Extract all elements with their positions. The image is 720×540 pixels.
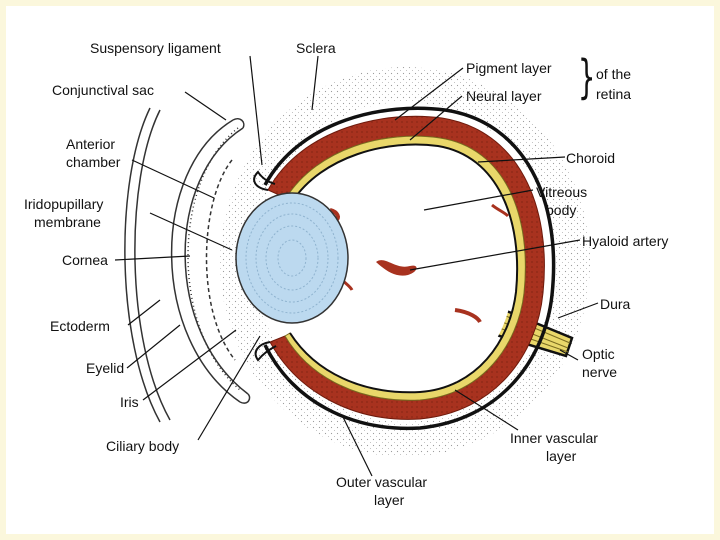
iridopupillary-membrane bbox=[205, 159, 236, 361]
label-pigment-layer: Pigment layer bbox=[466, 60, 552, 76]
label-outer-vascular-layer: layer bbox=[374, 492, 405, 508]
label-choroid: Choroid bbox=[566, 150, 616, 166]
iris-rim-top bbox=[253, 170, 276, 191]
lens bbox=[235, 192, 349, 324]
label-ciliary-body: Ciliary body bbox=[106, 438, 180, 454]
label-chamber: chamber bbox=[66, 154, 121, 170]
label-inner-vascular: Inner vascular bbox=[510, 430, 598, 446]
hyaloid-artery bbox=[376, 260, 417, 276]
label-eyelid: Eyelid bbox=[86, 360, 125, 376]
label-iridopupillary: Iridopupillary bbox=[24, 196, 104, 212]
retina-brace: } bbox=[577, 50, 596, 104]
label-membrane: membrane bbox=[34, 214, 101, 230]
label-hyaloid-artery: Hyaloid artery bbox=[582, 233, 669, 249]
iris-rim-bottom bbox=[254, 341, 277, 362]
label-outer-vascular: Outer vascular bbox=[336, 474, 428, 490]
label-conjunctival-sac: Conjunctival sac bbox=[52, 82, 154, 98]
label-dura: Dura bbox=[600, 296, 631, 312]
label-retina: retina bbox=[596, 86, 632, 102]
label-neural-layer: Neural layer bbox=[466, 88, 542, 104]
label-cornea: Cornea bbox=[62, 252, 108, 268]
label-of-the: of the bbox=[596, 66, 632, 82]
label-sclera: Sclera bbox=[296, 40, 336, 56]
sclera-layer bbox=[263, 106, 556, 431]
label-optic: Optic bbox=[582, 346, 615, 362]
label-iris: Iris bbox=[120, 394, 139, 410]
label-anterior: Anterior bbox=[66, 136, 116, 152]
label-suspensory-ligament: Suspensory ligament bbox=[90, 40, 221, 56]
label-body: body bbox=[546, 202, 577, 218]
label-ectoderm: Ectoderm bbox=[50, 318, 110, 334]
label-vitreous: Vitreous bbox=[536, 184, 588, 200]
label-nerve: nerve bbox=[582, 364, 618, 380]
ectoderm bbox=[124, 107, 171, 423]
label-inner-vascular-layer: layer bbox=[546, 448, 577, 464]
leader-lines bbox=[114, 55, 599, 477]
